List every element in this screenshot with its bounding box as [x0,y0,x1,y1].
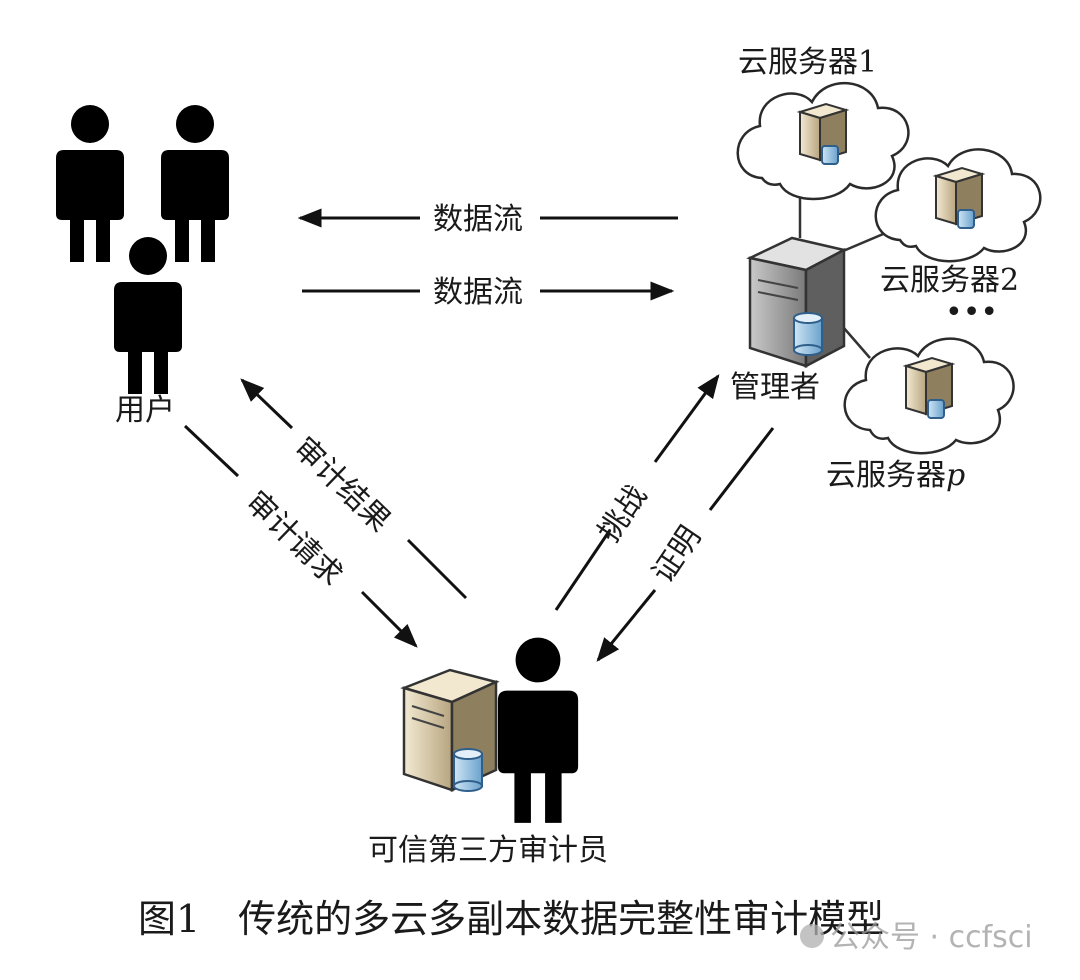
data-flow-label: 数据流 [433,275,523,310]
cloud-server-p-label: 云服务器p [826,458,965,493]
wechat-icon [800,924,824,948]
manager-label: 管理者 [730,370,820,405]
cloud-server-1-label: 云服务器1 [738,45,877,80]
cloud-server-p [843,337,1015,455]
server-icon [932,166,986,229]
users-label: 用户 [115,393,175,428]
proof-arrow: 证明 [596,427,775,662]
figure-caption: 图1 传统的多云多副本数据完整性审计模型 [138,897,884,941]
cloud-server-1 [736,81,910,201]
watermark: 公众号 · ccfsci [800,920,1033,955]
database-icon [453,748,483,792]
user-group [56,105,229,394]
server-icon [902,356,956,419]
ellipsis: ••• [945,295,998,330]
user-person-icon [161,105,229,262]
data-flow-to-manager: 数据流 [302,275,675,310]
server-icon [796,102,850,165]
challenge-label: 挑战 [592,479,655,548]
data-flow-label: 数据流 [433,202,523,237]
audit-request-label: 审计请求 [238,485,349,594]
manager-server-icon [746,236,848,369]
challenge-arrow: 挑战 [554,374,720,611]
auditor-person-icon [497,637,579,823]
proof-label: 证明 [646,520,709,589]
cloud-server-2-label: 云服务器2 [880,263,1019,298]
cloud-server-2 [874,148,1042,263]
data-flow-to-user: 数据流 [297,202,678,237]
svg-text:公众号 · ccfsci: 公众号 · ccfsci [830,920,1033,955]
auditor-server-icon [400,668,500,792]
auditor-label: 可信第三方审计员 [368,833,608,868]
user-person-icon [56,105,124,262]
user-person-icon [114,237,182,394]
audit-result-arrow: 审计结果 [240,378,468,600]
database-icon [793,312,823,356]
